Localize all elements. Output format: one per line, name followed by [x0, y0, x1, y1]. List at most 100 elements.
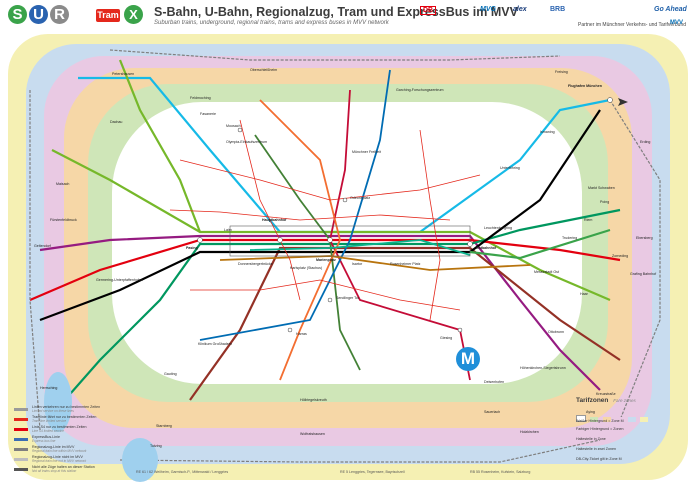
station-label-fasanerie[interactable]: Fasanerie	[200, 112, 216, 116]
station-label-donnersberger[interactable]: Donnersbergerbrücke	[238, 262, 273, 266]
legend-label: ExpressBus-Linie	[32, 435, 60, 439]
station-label-odeonsplatz[interactable]: Odeonsplatz	[350, 196, 371, 200]
zone-row: Farbiger Hintergrund = Zonen	[576, 427, 624, 431]
station-label-klinikum[interactable]: Klinikum Großhadern	[198, 342, 232, 346]
station-label-fuerstenfeldbruck[interactable]: Fürstenfeldbruck	[50, 218, 77, 222]
station-label-unterfoehring[interactable]: Unterföhring	[500, 166, 520, 170]
regional-line-south	[119, 439, 601, 463]
station-label-holzkirchen[interactable]: Holzkirchen	[520, 430, 539, 434]
station-label-feldmoching[interactable]: Feldmoching	[190, 96, 211, 100]
legend-swatch	[14, 448, 28, 451]
legend-row: Tramlinie fährt nur zu bestimmten Zeiten…	[14, 415, 134, 425]
station-label-garching[interactable]: Garching-Forschungszentrum	[396, 88, 444, 92]
station-label-grafing[interactable]: Grafing Bahnhof	[630, 272, 657, 276]
station-label-maisach[interactable]: Maisach	[56, 182, 70, 186]
station-dot-sendlinger	[327, 297, 333, 303]
station-label-sauerlach[interactable]: Sauerlach	[484, 410, 501, 414]
bottom-note-right: RB 55 Rosenheim, Kufstein, Salzburg	[470, 470, 531, 474]
station-label-geltendorf[interactable]: Geltendorf	[34, 244, 51, 248]
station-label-haar[interactable]: Haar	[580, 292, 588, 296]
station-label-erding[interactable]: Erding	[640, 140, 651, 144]
sbahn-lines	[29, 59, 621, 411]
station-label-pasing[interactable]: Pasing	[186, 246, 198, 250]
station-label-ismaning[interactable]: Ismaning	[540, 130, 555, 134]
legend-swatch	[14, 418, 28, 421]
legend-label: Linie S4 nur zu bestimmten Zeiten	[32, 425, 87, 429]
station-label-karlsplatz[interactable]: Karlsplatz (Stachus)	[290, 266, 323, 270]
zone-m-badge-icon	[456, 347, 480, 371]
station-label-wolfratshausen[interactable]: Wolfratshausen	[300, 432, 325, 436]
fare-zones-title-en: Fare zones	[613, 398, 636, 403]
zone-swatch-5	[640, 417, 649, 422]
zone-swatch-m	[576, 415, 586, 422]
legend-sub-label: Not all trains stop at this station	[32, 469, 77, 473]
zone-swatch-4	[627, 417, 636, 422]
station-label-petershausen[interactable]: Petershausen	[112, 72, 135, 76]
go-ahead-logo: Go Ahead	[654, 6, 687, 13]
station-label-kreuzstrasse[interactable]: Kreuzstraße	[596, 392, 616, 396]
station-label-zorneding[interactable]: Zorneding	[612, 254, 629, 258]
station-label-deisenhofen[interactable]: Deisenhofen	[484, 380, 505, 384]
station-label-sendlinger[interactable]: Sendlinger Tor	[336, 296, 360, 300]
legend-sub-label: Express bus line	[32, 439, 56, 443]
logo-r-letter: R	[50, 5, 69, 24]
station-label-isartor[interactable]: Isartor	[352, 262, 363, 266]
station-label-airport[interactable]: Flughafen München	[568, 84, 602, 88]
legend-label: Linien verkehren nur zu bestimmten Zeite…	[32, 405, 101, 409]
u4-line	[249, 239, 471, 256]
zone-m-badge-letter: M	[460, 349, 476, 368]
legend-swatch	[14, 458, 28, 461]
station-label-laim[interactable]: Laim	[224, 228, 232, 232]
station-label-hoellriegelskreuth[interactable]: Höllriegelskreuth	[300, 398, 327, 402]
station-label-messestadt[interactable]: Messestadt Ost	[534, 270, 559, 274]
station-label-rosenheimer[interactable]: Rosenheimer Platz	[390, 262, 421, 266]
partner-text: Partner im Münchner Verkehrs- und Tarifv…	[577, 22, 686, 28]
station-label-hauptbahnhof[interactable]: Hauptbahnhof	[262, 218, 287, 222]
station-label-herrsching[interactable]: Herrsching	[40, 386, 58, 390]
s7-line	[189, 246, 621, 401]
fare-zone-swatches	[576, 409, 649, 427]
tram-lines	[169, 119, 481, 321]
station-label-tutzing[interactable]: Tutzing	[150, 444, 162, 448]
legend-label: Tramlinie fährt nur zu bestimmten Zeiten	[32, 415, 97, 419]
station-label-starnberg[interactable]: Starnberg	[156, 424, 172, 428]
zone-swatch-1	[590, 417, 599, 422]
legend-row: ExpressBus-Linie Express bus line	[14, 435, 134, 445]
station-label-leuchtenbergring[interactable]: Leuchtenbergring	[484, 226, 512, 230]
mvg-logo: MVG	[480, 6, 496, 13]
station-label-markt-schwaben[interactable]: Markt Schwaben	[588, 186, 615, 190]
station-label-harras[interactable]: Harras	[296, 332, 307, 336]
station-label-freising[interactable]: Freising	[555, 70, 568, 74]
ubahn-lines	[199, 69, 531, 381]
station-label-oberschleissheim[interactable]: Oberschleißheim	[250, 68, 278, 72]
station-label-germering[interactable]: Germering-Unterpfaffenhofen	[96, 278, 143, 282]
legend-sub-label: Regional train line not in MVV network	[32, 459, 87, 463]
station-label-hoehenkirchen[interactable]: Höhenkirchen-Siegertsbrunn	[520, 366, 566, 370]
station-label-riem[interactable]: Riem	[584, 218, 593, 222]
station-label-marienplatz[interactable]: Marienplatz	[316, 258, 336, 262]
station-label-gauting[interactable]: Gauting	[164, 372, 177, 376]
station-label-poing[interactable]: Poing	[600, 200, 610, 204]
station-dots	[197, 97, 613, 333]
station-dot-giesing	[457, 327, 463, 333]
mvv-logo: MVV	[670, 20, 684, 26]
regional-line-east	[609, 99, 661, 421]
station-label-ostbahnhof[interactable]: Ostbahnhof	[476, 246, 497, 250]
station-label-aying[interactable]: Aying	[586, 410, 595, 414]
s8-east-line	[469, 228, 611, 260]
station-label-moosach[interactable]: Moosach	[226, 124, 241, 128]
zone-row: Haltestelle in zwei Zonen	[576, 447, 616, 451]
station-label-giesing[interactable]: Giesing	[440, 336, 453, 340]
s4-line	[29, 238, 621, 302]
station-label-olympia[interactable]: Olympia-Einkaufszentrum	[226, 140, 268, 144]
station-label-ebersberg[interactable]: Ebersberg	[636, 236, 653, 240]
zone-swatch-2	[602, 417, 611, 422]
station-label-ottobrunn[interactable]: Ottobrunn	[548, 330, 564, 334]
station-label-dachau[interactable]: Dachau	[110, 120, 123, 124]
zone-swatch-3	[615, 417, 624, 422]
station-label-muenchner-freiheit[interactable]: Münchner Freiheit	[352, 150, 381, 154]
station-label-trudering[interactable]: Trudering	[562, 236, 578, 240]
station-dot-marienplatz	[327, 237, 333, 243]
starnberger-see-lake	[122, 438, 158, 482]
